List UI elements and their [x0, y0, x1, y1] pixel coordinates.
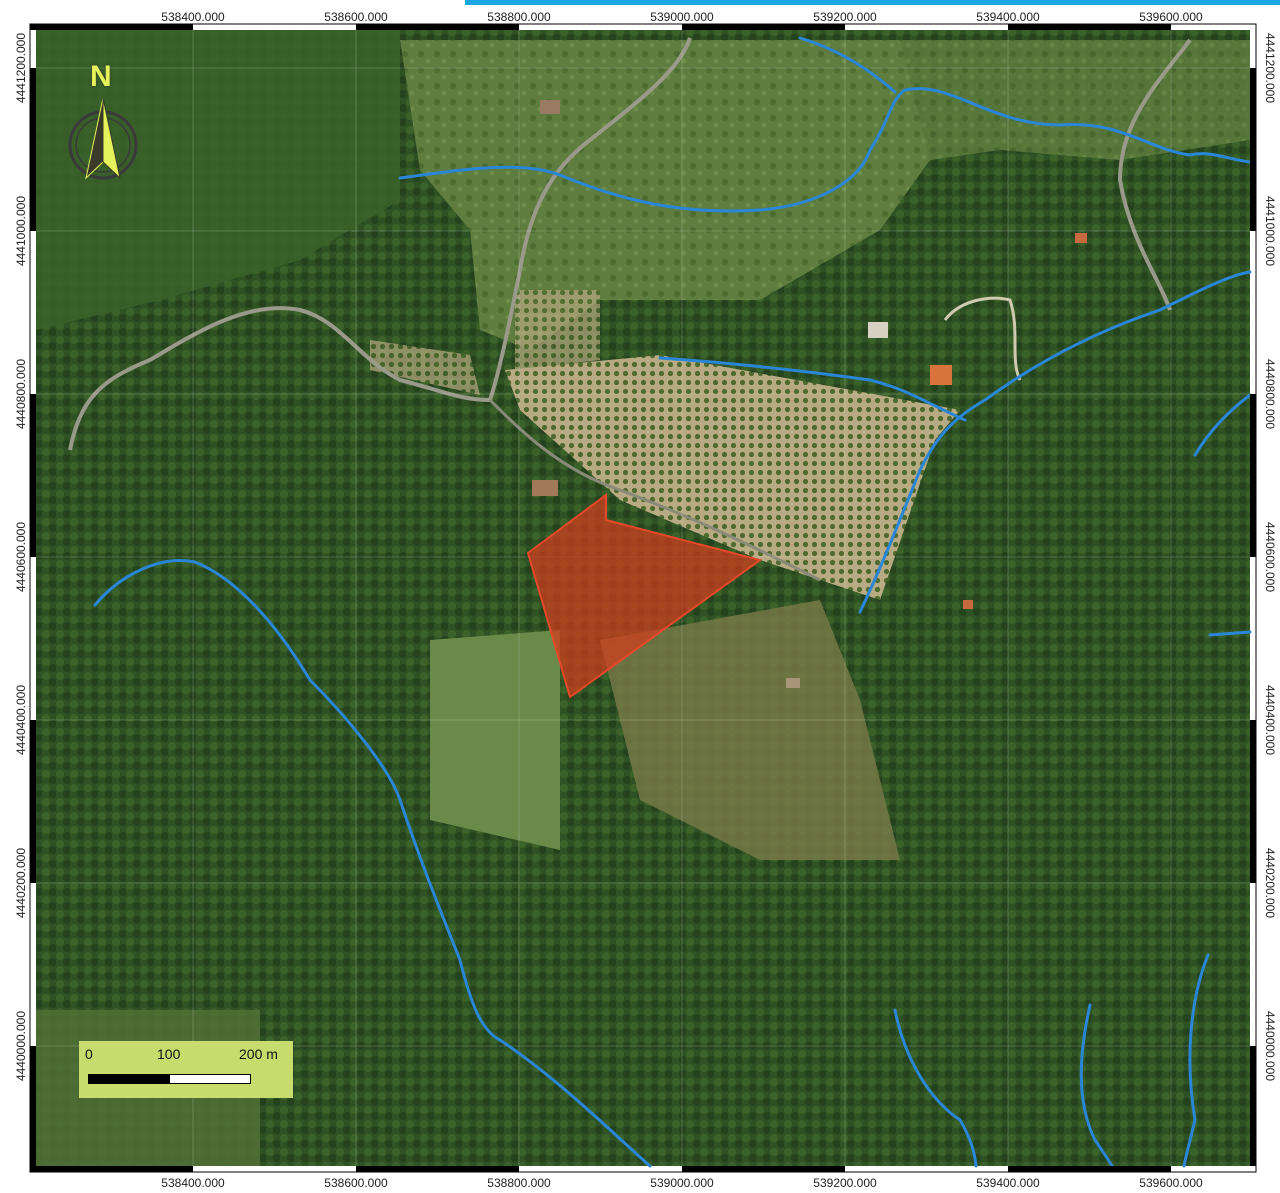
y-label-left: 4441200.000	[14, 32, 28, 104]
x-label-bottom: 539400.000	[976, 1176, 1040, 1190]
x-label-bottom: 538600.000	[324, 1176, 388, 1190]
compass-icon	[68, 97, 138, 180]
x-label-top: 538800.000	[487, 10, 551, 24]
y-label-left: 4440000.000	[14, 1010, 28, 1082]
x-label-top: 538600.000	[324, 10, 388, 24]
x-label-top: 539000.000	[650, 10, 714, 24]
scale-label-100: 100	[157, 1046, 181, 1062]
map-frame	[29, 23, 1257, 1173]
stream-north-east	[798, 36, 897, 94]
x-label-top: 538400.000	[161, 10, 225, 24]
stream-mid	[658, 356, 967, 422]
stream-east-3	[1208, 630, 1252, 637]
y-label-right: 4440800.000	[1263, 358, 1277, 430]
road-main	[68, 37, 692, 451]
scale-bar: 0 100 200 m	[79, 1041, 293, 1098]
y-label-left: 4440200.000	[14, 847, 28, 919]
olive-grove	[505, 355, 960, 600]
stream-south-1	[893, 1008, 978, 1168]
x-label-bottom: 539200.000	[813, 1176, 877, 1190]
meadow-north	[400, 40, 930, 350]
y-label-right: 4440200.000	[1263, 847, 1277, 919]
streams	[93, 36, 1252, 1168]
stream-north	[398, 87, 1252, 213]
y-label-right: 4440400.000	[1263, 684, 1277, 756]
scale-bar-graphic	[88, 1074, 251, 1084]
y-label-right: 4440000.000	[1263, 1010, 1277, 1082]
y-label-left: 4440800.000	[14, 358, 28, 430]
y-label-right: 4440600.000	[1263, 521, 1277, 593]
scale-label-200: 200 m	[239, 1046, 278, 1062]
stream-east-2	[1193, 393, 1252, 457]
x-label-top: 539600.000	[1139, 10, 1203, 24]
meadow-west	[430, 630, 560, 850]
stream-east	[858, 270, 1252, 614]
north-arrow-label: N	[90, 60, 112, 93]
scale-label-0: 0	[85, 1046, 93, 1062]
x-label-bottom: 539600.000	[1139, 1176, 1203, 1190]
x-label-bottom: 539000.000	[650, 1176, 714, 1190]
x-label-top: 539200.000	[813, 10, 877, 24]
top-accent-bar	[465, 0, 1280, 5]
north-arrow: N	[62, 60, 144, 190]
y-label-right: 4441200.000	[1263, 32, 1277, 104]
x-label-bottom: 538400.000	[161, 1176, 225, 1190]
project-parcel[interactable]	[526, 493, 763, 699]
x-label-top: 539400.000	[976, 10, 1040, 24]
y-label-left: 4440400.000	[14, 684, 28, 756]
stream-south-3	[1182, 953, 1210, 1168]
y-label-right: 4441000.000	[1263, 195, 1277, 267]
stream-west	[93, 559, 652, 1168]
building	[930, 365, 952, 385]
stream-south-2	[1079, 1003, 1114, 1168]
coordinate-grid	[36, 30, 1250, 1166]
y-label-left: 4440600.000	[14, 521, 28, 593]
aerial-imagery	[36, 30, 1250, 1166]
x-label-bottom: 538800.000	[487, 1176, 551, 1190]
y-label-left: 4441000.000	[14, 195, 28, 267]
